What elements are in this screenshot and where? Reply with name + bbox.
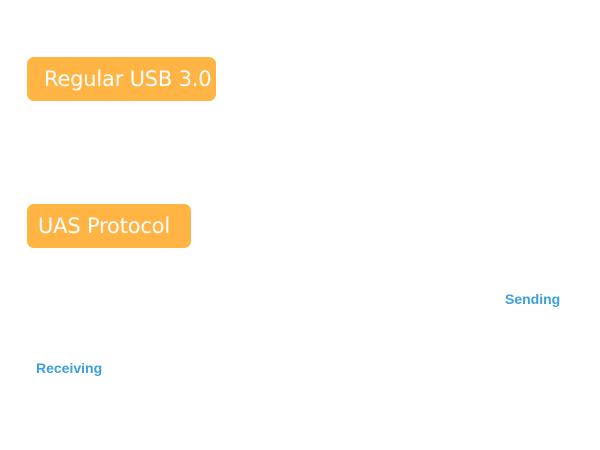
sending-label: Sending — [505, 291, 561, 307]
uas-protocol-label: UAS Protocol — [27, 204, 191, 248]
receiving-label: Receiving — [36, 360, 103, 376]
regular-usb-label: Regular USB 3.0 — [27, 57, 216, 101]
